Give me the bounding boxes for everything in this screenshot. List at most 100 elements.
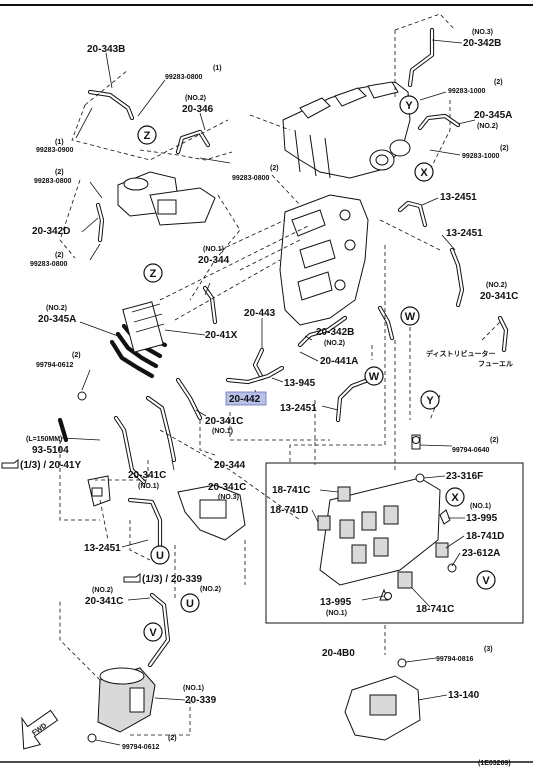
label-99283-0900: 99283-0900	[36, 147, 73, 154]
label-99794-0612-a: 99794-0612	[36, 362, 73, 369]
svg-text:(NO.1): (NO.1)	[203, 246, 224, 253]
label-23-316F: 23-316F	[446, 471, 483, 482]
pointing-hand-icon-2	[123, 573, 141, 583]
label-20-344-a: 20-344	[198, 255, 230, 266]
label-doc-code: (1E03289)	[478, 760, 511, 767]
svg-text:(NO.2): (NO.2)	[92, 587, 113, 594]
label-20-345A-left: 20-345A	[38, 314, 76, 325]
label-13-995-a: 13-995	[466, 513, 498, 524]
svg-text:Y: Y	[426, 395, 434, 407]
label-20-342B-mid: 20-342B	[316, 327, 354, 338]
connector-V-right: V	[476, 570, 496, 590]
svg-text:(2): (2)	[500, 145, 509, 152]
solenoid-assembly-illustration	[317, 434, 457, 601]
label-20-341C-n3: 20-341C	[208, 482, 246, 493]
svg-text:Z: Z	[150, 268, 157, 280]
solenoid-18-741D-b	[435, 542, 449, 558]
label-20-342D: 20-342D	[32, 226, 70, 237]
cylinder-head-illustration	[279, 194, 369, 326]
fwd-arrow-icon: FWD	[21, 709, 59, 750]
connector-V-left: V	[143, 622, 163, 642]
bracket-13-140-illustration	[344, 658, 421, 741]
connector-W-right: W	[400, 306, 420, 326]
svg-text:(NO.2): (NO.2)	[46, 305, 67, 312]
label-23-612A: 23-612A	[462, 548, 500, 559]
label-20-442: 20-442	[229, 394, 261, 405]
connector-W-mid: W	[364, 366, 384, 386]
label-20-341C-right: 20-341C	[480, 291, 518, 302]
svg-text:X: X	[451, 492, 459, 504]
label-99283-0800-d: 99283-0800	[30, 261, 67, 268]
label-20-345A-right: 20-345A	[474, 110, 512, 121]
svg-text:V: V	[482, 575, 490, 587]
label-13-945: 13-945	[284, 378, 316, 389]
pointing-hand-icon	[1, 459, 19, 469]
svg-text:(NO.2): (NO.2)	[486, 282, 507, 289]
label-99283-0800-b: 99283-0800	[34, 178, 71, 185]
label-20-344-b: 20-344	[214, 460, 246, 471]
label-99794-0612-b: 99794-0612	[122, 744, 159, 751]
label-20-341C-left: 20-341C	[128, 470, 166, 481]
label-13-2451-a: 13-2451	[440, 192, 477, 203]
svg-text:(1): (1)	[55, 139, 64, 146]
callout-labels: 20-343B (1) 99283-0800 (1) 99283-0900 (N…	[20, 29, 518, 767]
bracket-20-41Y-illustration	[87, 475, 111, 507]
intake-manifold-illustration	[282, 81, 411, 179]
label-99283-1000-b: 99283-1000	[462, 153, 499, 160]
label-99794-0640: 99794-0640	[452, 447, 489, 454]
label-13-2451-b: 13-2451	[446, 228, 483, 239]
dashed-routing-lines	[59, 13, 501, 736]
label-13-140: 13-140	[448, 690, 480, 701]
svg-text:(2): (2)	[72, 352, 81, 359]
svg-text:W: W	[405, 311, 416, 323]
connector-X-top: X	[414, 162, 434, 182]
svg-text:(2): (2)	[490, 437, 499, 444]
label-20-443: 20-443	[244, 308, 276, 319]
connector-U-left: U	[150, 545, 170, 565]
label-99283-0800-a: 99283-0800	[165, 74, 202, 81]
check-valve-illustration	[177, 484, 246, 541]
label-20-4B0: 20-4B0	[322, 648, 355, 659]
svg-text:(NO.1): (NO.1)	[326, 610, 347, 617]
label-20-441A: 20-441A	[320, 356, 358, 367]
label-ref-20-41Y: (1/3) / 20-41Y	[20, 460, 81, 471]
label-93-5104: 93-5104	[32, 445, 69, 456]
label-13-995-b: 13-995	[320, 597, 352, 608]
label-18-741D-b: 18-741D	[466, 531, 504, 542]
svg-text:U: U	[156, 550, 164, 562]
svg-text:(NO.2): (NO.2)	[324, 340, 345, 347]
label-13-2451-c: 13-2451	[280, 403, 317, 414]
label-ref-20-339: (1/3) / 20-339	[142, 574, 202, 585]
svg-text:(NO.1): (NO.1)	[212, 428, 233, 435]
charcoal-canister-illustration	[97, 667, 156, 733]
label-20-343B: 20-343B	[87, 44, 125, 55]
svg-text:(2): (2)	[270, 165, 279, 172]
svg-text:(2): (2)	[55, 169, 64, 176]
connector-X-mid: X	[445, 487, 465, 507]
solenoid-18-741C-a	[337, 486, 351, 502]
connector-Z-mid: Z	[143, 263, 163, 283]
label-99283-1000-a: 99283-1000	[448, 88, 485, 95]
label-18-741C-b: 18-741C	[416, 604, 454, 615]
label-20-342B-top: 20-342B	[463, 38, 501, 49]
svg-text:(2): (2)	[168, 735, 177, 742]
label-99283-0800-c: 99283-0800	[232, 175, 269, 182]
label-18-741C-a: 18-741C	[272, 485, 310, 496]
svg-text:(2): (2)	[55, 252, 64, 259]
connector-Y-top: Y	[399, 95, 419, 115]
label-20-41X: 20-41X	[205, 330, 238, 341]
svg-text:V: V	[149, 627, 157, 639]
svg-text:X: X	[420, 167, 428, 179]
svg-text:(2): (2)	[494, 79, 503, 86]
svg-text:(NO.2): (NO.2)	[477, 123, 498, 130]
svg-text:(3): (3)	[484, 646, 493, 653]
label-99794-0816: 99794-0816	[436, 656, 473, 663]
vacuum-pipe-block-illustration	[122, 301, 165, 353]
connector-U-bottom: U	[180, 593, 200, 613]
connector-Z-top: Z	[137, 125, 157, 145]
leader-lines	[61, 39, 476, 746]
label-distributor-line2: フューエル	[478, 360, 513, 368]
connector-Y-mid: Y	[420, 390, 440, 410]
vacuum-valve-illustration	[117, 171, 216, 226]
